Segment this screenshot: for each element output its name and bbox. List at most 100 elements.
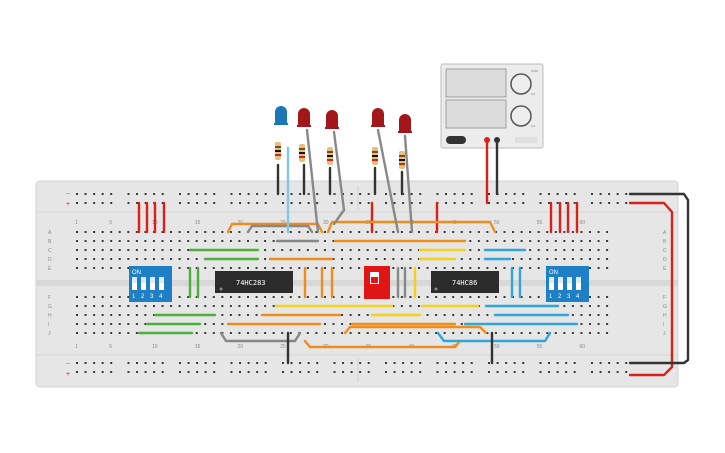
led-red[interactable] — [297, 108, 311, 127]
led-lead-wire[interactable] — [332, 130, 346, 226]
row-letter: J — [663, 331, 666, 337]
resistor[interactable] — [372, 147, 378, 165]
dip-toggle-knob — [549, 277, 554, 283]
black-ground-wire[interactable] — [628, 192, 690, 365]
col-number-bottom: 25 — [280, 344, 286, 350]
center-channel — [36, 280, 678, 286]
row-letter: J — [48, 331, 51, 337]
dip-toggle[interactable] — [159, 277, 164, 290]
power-supply: COM CV CC — [440, 63, 544, 149]
led-lead-wire[interactable] — [376, 128, 400, 234]
col-number-bottom: 5 — [109, 344, 112, 350]
rail-plus-bottom: + — [66, 371, 70, 378]
row-letter: A — [663, 230, 667, 236]
led-blue[interactable] — [274, 106, 288, 125]
dip-right-on: ON — [549, 270, 558, 276]
chip-74hc86[interactable]: 74HC86 — [431, 271, 499, 293]
row-letter: C — [48, 248, 52, 254]
row-letter: G — [48, 304, 52, 310]
led-lead-wire[interactable] — [305, 128, 320, 234]
row-letter: I — [48, 322, 49, 328]
dip-toggle-knob — [150, 277, 155, 283]
dip-number: 3 — [150, 294, 154, 300]
chip-74hc86-label: 74HC86 — [452, 279, 477, 287]
ps-panel-detail — [515, 137, 537, 143]
ps-display-bottom — [445, 99, 507, 129]
row-letter: B — [663, 239, 667, 245]
col-number-top: 55 — [537, 220, 543, 226]
ps-current-knob[interactable] — [510, 105, 532, 127]
led-red[interactable] — [371, 108, 385, 127]
row-letter: D — [48, 257, 52, 263]
row-letter: B — [48, 239, 52, 245]
slide-switch[interactable] — [364, 266, 390, 299]
row-letter: G — [663, 304, 667, 310]
chip-74hc283-label: 74HC283 — [236, 279, 266, 287]
dip-number: 2 — [558, 294, 562, 300]
col-number-bottom: 50 — [494, 344, 500, 350]
dip-toggle[interactable] — [549, 277, 554, 290]
rail-minus-top: − — [66, 191, 70, 198]
dip-left-on: ON — [132, 270, 141, 276]
dip-toggle[interactable] — [567, 277, 572, 290]
row-letter: I — [663, 322, 664, 328]
orange-wire[interactable] — [343, 325, 488, 335]
dip-toggle[interactable] — [141, 277, 146, 290]
rail-plus-top: + — [66, 201, 70, 208]
ps-label-com: COM — [531, 69, 539, 73]
col-number-top: 5 — [109, 220, 112, 226]
row-letter: F — [48, 295, 51, 301]
col-number-top: 15 — [195, 220, 201, 226]
red-power-wire[interactable] — [628, 201, 674, 377]
ps-label-cv: CV — [531, 92, 535, 96]
col-number-bottom: 60 — [579, 344, 585, 350]
col-number-bottom: 1 — [75, 344, 78, 350]
dip-toggle-knob — [141, 277, 146, 283]
led-red[interactable] — [398, 114, 412, 133]
blue-wire[interactable] — [436, 331, 552, 343]
wires — [137, 128, 690, 377]
dip-toggle[interactable] — [576, 277, 581, 290]
col-number-bottom: 55 — [537, 344, 543, 350]
dip-toggle-knob — [558, 277, 563, 283]
resistor[interactable] — [399, 151, 405, 169]
dip-toggle-knob — [159, 277, 164, 283]
row-letter: E — [48, 266, 52, 272]
row-letter: E — [663, 266, 667, 272]
dip-toggle-knob — [132, 277, 137, 283]
grey-wire[interactable] — [246, 224, 314, 234]
col-number-bottom: 15 — [195, 344, 201, 350]
resistor[interactable] — [299, 144, 305, 162]
chip-74hc283[interactable]: 74HC283 — [215, 271, 293, 293]
dip-number: 1 — [549, 294, 553, 300]
dip-number: 4 — [576, 294, 580, 300]
resistor[interactable] — [275, 142, 281, 160]
row-letter: H — [48, 313, 52, 319]
dip-toggle[interactable] — [558, 277, 563, 290]
ps-power-switch[interactable] — [446, 136, 466, 144]
row-letter: D — [663, 257, 667, 263]
led-lead-wire[interactable] — [403, 134, 414, 234]
row-letter: F — [663, 295, 666, 301]
resistor[interactable] — [327, 147, 333, 165]
col-number-top: 50 — [494, 220, 500, 226]
col-number-bottom: 20 — [237, 344, 243, 350]
dip-toggle-knob — [576, 277, 581, 283]
leds — [274, 106, 412, 169]
col-number-top: 30 — [323, 220, 329, 226]
grey-wire[interactable] — [219, 331, 302, 343]
row-letter: C — [663, 248, 667, 254]
dip-toggle-knob — [567, 277, 572, 283]
orange-wire[interactable] — [226, 222, 324, 234]
dip-toggle[interactable] — [132, 277, 137, 290]
row-letter: A — [48, 230, 52, 236]
led-red[interactable] — [325, 110, 339, 129]
col-number-top: 60 — [579, 220, 585, 226]
col-number-bottom: 10 — [152, 344, 158, 350]
dip-toggle[interactable] — [150, 277, 155, 290]
orange-wire[interactable] — [303, 339, 462, 349]
ps-voltage-knob[interactable] — [510, 73, 532, 95]
